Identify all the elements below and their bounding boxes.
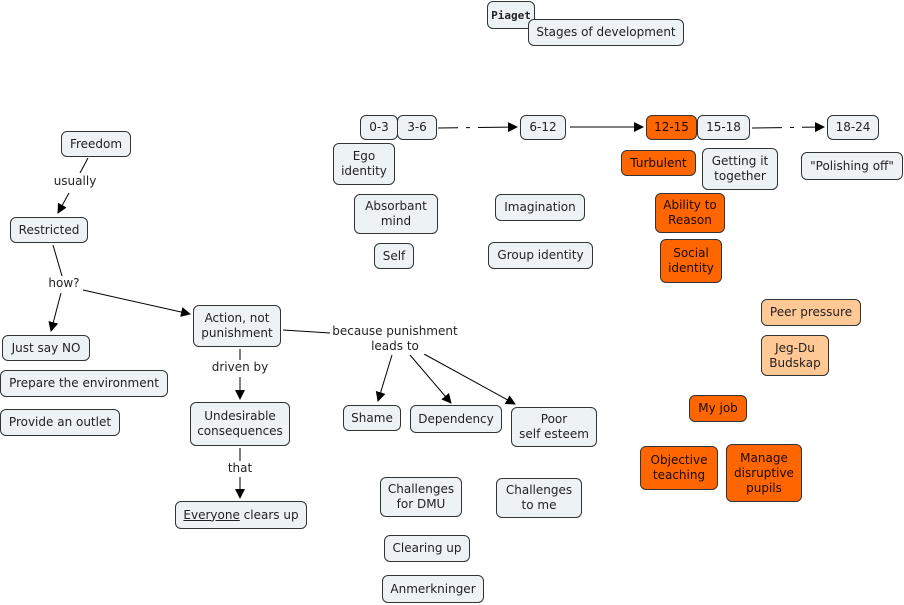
node-dependency[interactable]: Dependency: [410, 405, 502, 433]
node-undesirable-consequences[interactable]: Undesirable consequences: [190, 402, 290, 446]
node-everyone-clears-up[interactable]: Everyone clears up: [175, 501, 307, 529]
node-ego-identity[interactable]: Ego identity: [333, 143, 395, 185]
node-age-12-15[interactable]: 12-15: [646, 115, 697, 140]
node-peer-pressure[interactable]: Peer pressure: [761, 299, 861, 326]
node-age-6-12[interactable]: 6-12: [520, 115, 566, 140]
link-line: [52, 244, 63, 277]
node-challenges-for-dmu[interactable]: Challenges for DMU: [380, 477, 462, 517]
link-line: [79, 157, 89, 174]
node-stages-of-development[interactable]: Stages of development: [528, 19, 684, 46]
node-age-15-18[interactable]: 15-18: [697, 115, 750, 140]
node-action-not-punishment[interactable]: Action, not punishment: [193, 305, 281, 347]
link-arrow: [409, 354, 452, 404]
everyone-underlined: Everyone: [183, 507, 240, 522]
node-piaget[interactable]: Piaget: [487, 1, 535, 29]
link-label-that: that: [225, 461, 255, 476]
node-getting-it-together[interactable]: Getting it together: [702, 148, 778, 190]
stage-arrow: [437, 122, 518, 133]
link-arrow: [57, 192, 70, 214]
node-group-identity[interactable]: Group identity: [488, 242, 593, 269]
link-arrow: [82, 289, 191, 317]
node-age-3-6[interactable]: 3-6: [397, 115, 437, 140]
node-ability-to-reason[interactable]: Ability to Reason: [655, 193, 725, 233]
link-arrow: [375, 354, 393, 402]
node-imagination[interactable]: Imagination: [495, 194, 585, 221]
node-age-0-3[interactable]: 0-3: [360, 115, 398, 140]
clears-up-text: clears up: [239, 507, 299, 522]
stage-arrow: [751, 122, 825, 133]
node-clearing-up[interactable]: Clearing up: [384, 535, 470, 562]
node-shame[interactable]: Shame: [343, 405, 401, 431]
link-label-because-punishment-leads-to: because punishment leads to: [330, 324, 460, 354]
node-manage-disruptive-pupils[interactable]: Manage disruptive pupils: [726, 444, 802, 502]
node-self[interactable]: Self: [374, 243, 414, 269]
node-social-identity[interactable]: Social identity: [660, 239, 722, 283]
link-label-usually: usually: [52, 174, 98, 189]
node-just-say-no[interactable]: Just say NO: [2, 335, 90, 361]
node-freedom[interactable]: Freedom: [61, 131, 131, 157]
node-turbulent[interactable]: Turbulent: [621, 150, 696, 176]
node-restricted[interactable]: Restricted: [10, 217, 88, 243]
node-polishing-off[interactable]: "Polishing off": [801, 152, 903, 180]
node-prepare-the-environment[interactable]: Prepare the environment: [0, 370, 168, 397]
link-label-driven-by: driven by: [208, 360, 272, 375]
node-objective-teaching[interactable]: Objective teaching: [640, 446, 718, 490]
link-arrow: [48, 292, 62, 332]
node-provide-an-outlet[interactable]: Provide an outlet: [0, 409, 120, 436]
node-age-18-24[interactable]: 18-24: [827, 115, 879, 140]
node-anmerkninger[interactable]: Anmerkninger: [382, 575, 484, 603]
node-my-job[interactable]: My job: [689, 395, 747, 422]
node-jeg-du-budskap[interactable]: Jeg-Du Budskap: [761, 335, 829, 376]
node-absorbant-mind[interactable]: Absorbant mind: [354, 194, 438, 234]
link-label-how: how?: [46, 276, 82, 291]
node-poor-self-esteem[interactable]: Poor self esteem: [511, 407, 597, 447]
link-arrow: [423, 353, 516, 405]
node-challenges-to-me[interactable]: Challenges to me: [496, 478, 582, 518]
link-line: [282, 329, 331, 334]
